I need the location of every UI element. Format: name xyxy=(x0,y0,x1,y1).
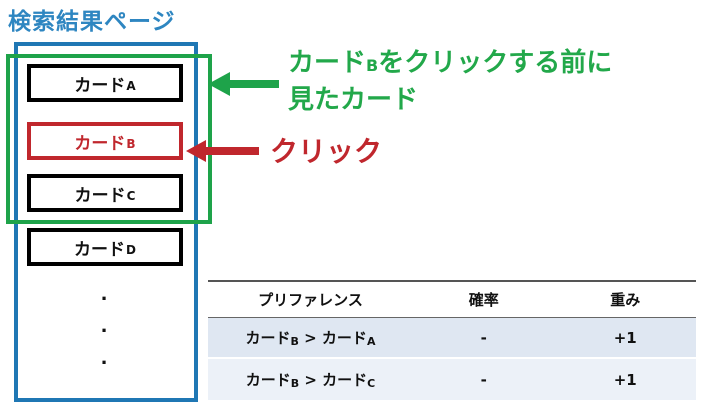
viewed-label-line2: 見たカード xyxy=(288,85,419,115)
header-probability: 確率 xyxy=(412,280,555,318)
table-row: カードB > カードA - +1 xyxy=(208,317,696,359)
probability-cell: - xyxy=(412,317,555,359)
viewed-cards-frame xyxy=(6,54,212,224)
card-a-sub: A xyxy=(126,79,136,93)
header-preference: プリファレンス xyxy=(208,280,413,318)
preference-cell: カードB > カードC xyxy=(208,358,413,400)
card-b-label: カード xyxy=(74,133,126,154)
click-label: クリック xyxy=(270,135,383,168)
ellipsis-dot: . xyxy=(100,316,108,337)
card-d-sub: D xyxy=(126,243,136,257)
green-arrow-icon xyxy=(208,72,279,96)
viewed-before-click-label: カードBをクリックする前に 見たカード xyxy=(288,46,612,117)
table-row: カードB > カードC - +1 xyxy=(208,358,696,400)
ellipsis-dot: . xyxy=(100,284,108,305)
card-a-label: カード xyxy=(74,75,126,96)
preference-table: プリファレンス 確率 重み カードB > カードA - +1 カードB > カー… xyxy=(208,280,696,400)
page-title: 検索結果ページ xyxy=(8,9,176,35)
preference-cell: カードB > カードA xyxy=(208,317,413,359)
viewed-label-line1: カードBをクリックする前に xyxy=(288,48,613,78)
ellipsis-dot: . xyxy=(100,348,108,369)
weight-cell: +1 xyxy=(554,358,696,400)
header-weight: 重み xyxy=(554,280,696,318)
weight-cell: +1 xyxy=(554,317,696,359)
card-c-sub: C xyxy=(126,189,136,203)
card-b-sub: B xyxy=(126,137,136,151)
probability-cell: - xyxy=(412,358,555,400)
card-c-label: カード xyxy=(74,185,126,206)
card-d-label: カード xyxy=(74,239,126,260)
